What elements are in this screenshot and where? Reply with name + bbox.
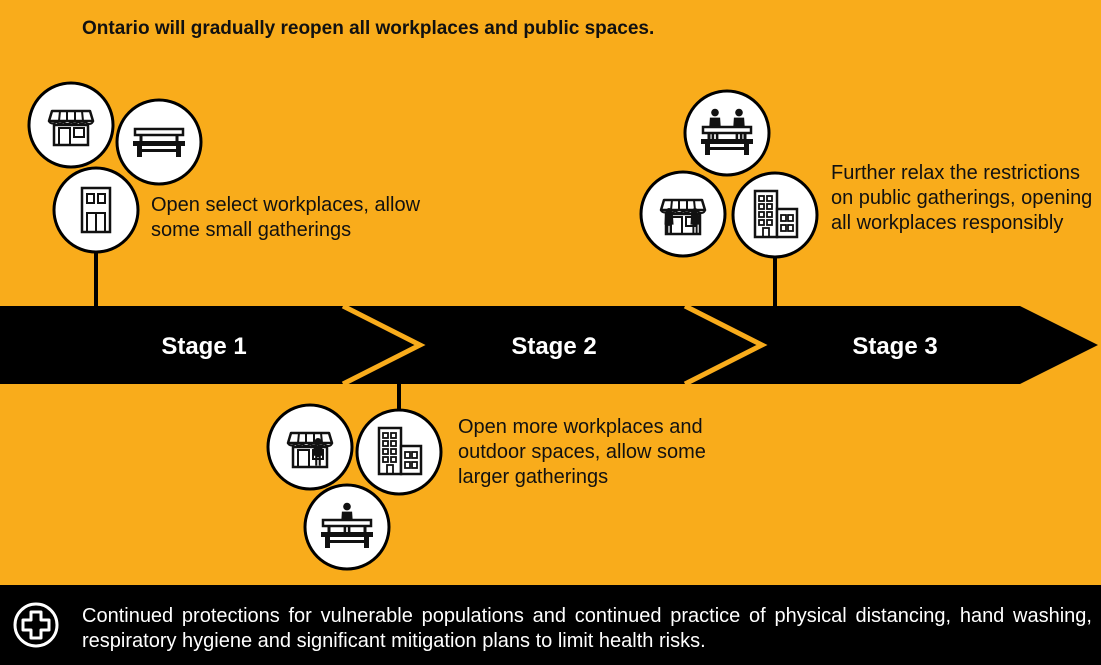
stage-2-label: Stage 2 [511, 333, 596, 360]
office-buildings-icon [731, 171, 819, 259]
footer-text: Continued protections for vulnerable pop… [82, 605, 1092, 652]
medical-cross-icon [13, 602, 59, 648]
chevron-divider-2 [683, 303, 768, 387]
stage-3-label: Stage 3 [852, 333, 937, 360]
stage-2-arrow [343, 306, 762, 384]
stage-1-label: Stage 1 [161, 333, 246, 360]
stage-3-arrow [685, 306, 1098, 384]
storefront-icon [27, 81, 115, 169]
office-buildings-icon [355, 408, 443, 496]
chevron-divider-1 [341, 303, 426, 387]
stage-3-description: Further relax the restrictions on public… [831, 162, 1093, 234]
headline: Ontario will gradually reopen all workpl… [82, 18, 655, 39]
storefront-with-person-icon [266, 403, 354, 491]
person-on-bench-icon [303, 483, 391, 571]
people-on-bench-icon [683, 89, 771, 177]
stage-2-description: Open more workplaces and outdoor spaces,… [458, 416, 706, 488]
footer-banner: Continued protections for vulnerable pop… [0, 585, 1101, 665]
stage-1-description: Open select workplaces, allow some small… [151, 194, 421, 241]
office-building-icon [52, 166, 140, 254]
storefront-with-people-icon [639, 170, 727, 258]
bench-icon [115, 98, 203, 186]
stage-1-arrow [0, 306, 420, 384]
